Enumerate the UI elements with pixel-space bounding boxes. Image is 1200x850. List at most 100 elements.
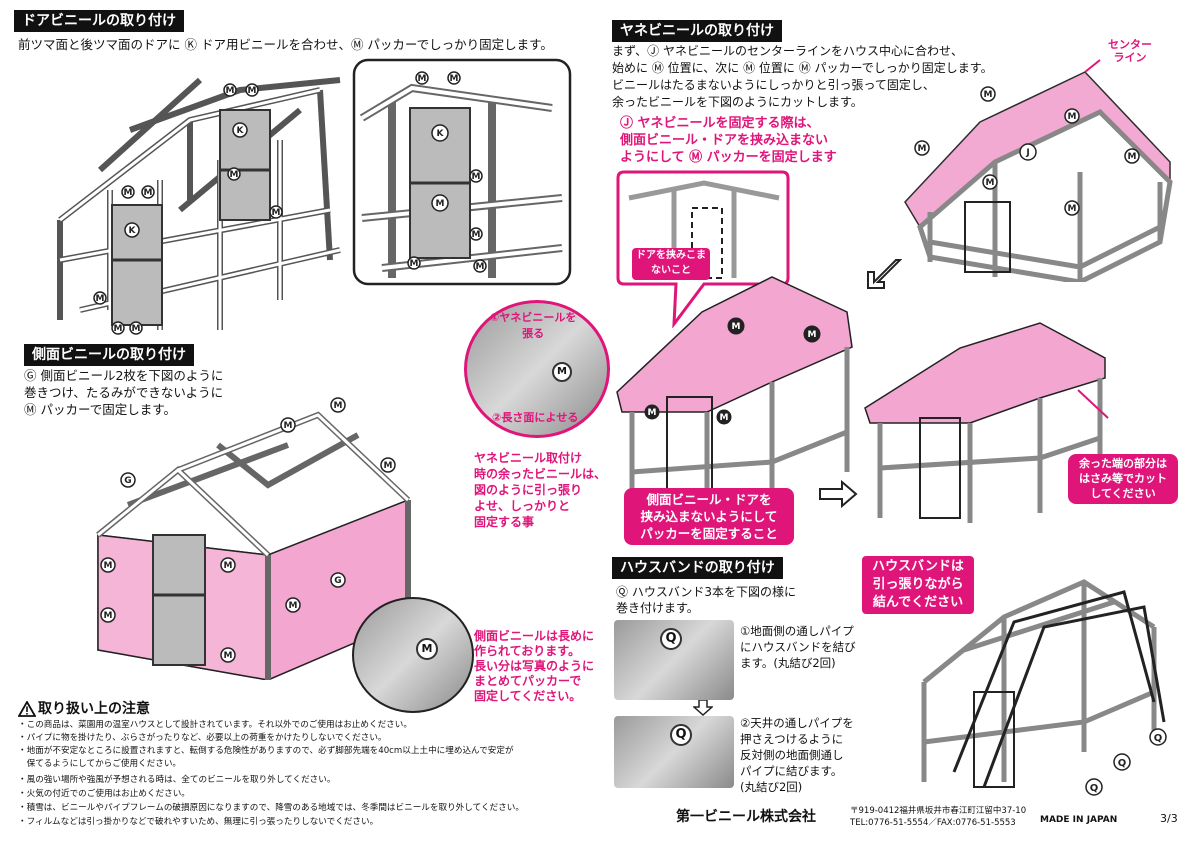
notice-item-3: ・地面が不安定なところに設置されますと、転倒する危険性がありますので、必ず脚部先… — [18, 746, 514, 756]
band-house-illustration: Q Q Q — [921, 579, 1167, 796]
side-photo-note-5: 固定してください。 — [474, 689, 582, 703]
notice-item-4: 保てるようにしてからご使用ください。 — [18, 759, 182, 769]
photo-step-1-line-1: ①ヤネビニールを — [490, 311, 577, 324]
side-photo-note-4: まとめてパッカーで — [474, 674, 582, 688]
k-label: K — [437, 129, 445, 139]
notice-item-1: ・この商品は、菜園用の温室ハウスとして設計されています。それ以外でのご使用はお止… — [18, 720, 412, 730]
g-label: G — [124, 476, 131, 486]
m-label: M — [436, 199, 445, 209]
m-label: M — [104, 561, 113, 571]
arrow-down-left-icon — [867, 259, 902, 289]
m-callout: M — [416, 638, 438, 660]
m-label: M — [720, 413, 729, 423]
photo-step-1: ①ヤネビニールを 張る — [490, 310, 576, 342]
notice-title: 取り扱い上の注意 — [38, 701, 150, 717]
k-label: K — [129, 226, 137, 236]
band-instruction-1: Ⓠ ハウスバンド3本を下図の様に — [616, 585, 797, 599]
notice-item-5: ・風の強い場所や強風が予想される時は、全てのビニールを取り外してください。 — [18, 775, 336, 785]
center-line-label-2: ライン — [1113, 51, 1147, 64]
m-label: M — [1128, 152, 1137, 162]
m-label: M — [918, 144, 927, 154]
band-step2-line-5: (丸結び2回) — [740, 780, 803, 794]
q-callout: Q — [670, 724, 692, 746]
m-label: M — [476, 262, 485, 272]
door-section-header: ドアビニールの取り付け — [14, 10, 184, 32]
m-label: M — [272, 208, 281, 218]
q-label: Q — [1090, 783, 1099, 794]
band-instruction-2: 巻き付けます。 — [616, 601, 699, 615]
band-step2-line-3: 反対側の地面側通し — [740, 748, 844, 762]
side-door-bubble: 側面ビニール・ドアを 挟み込まないようにして パッカーを固定すること — [624, 488, 794, 545]
m-label: M — [472, 230, 481, 240]
m-label: M — [96, 294, 105, 304]
roof-house-3 — [864, 322, 1109, 523]
notice-item-7: ・積雪は、ビニールやパイプフレームの破損原因になりますので、降雪のある地域では、… — [18, 803, 524, 813]
door-instruction: 前ツマ面と後ツマ面のドアに Ⓚ ドア用ビニールを合わせ、Ⓜ パッカーでしっかり固… — [18, 37, 553, 52]
side-photo-note-2: 作られております。 — [474, 644, 581, 658]
band-step2-line-2: 押さえつけるように — [740, 732, 844, 746]
notice-item-2: ・パイプに物を掛けたり、ぶらさがったりなど、必要以上の荷重をかけたりしないでくだ… — [18, 733, 387, 743]
m-label: M — [986, 178, 995, 188]
side-bubble-line-1: 側面ビニール・ドアを — [646, 492, 772, 507]
band-step1-line-2: にハウスバンドを結び — [740, 640, 856, 654]
m-label: M — [1068, 112, 1077, 122]
m-label: M — [124, 188, 133, 198]
m-label: M — [1068, 204, 1077, 214]
roof-photo-note-4: よせ、しっかりと — [474, 499, 571, 513]
band-step1-line-3: ます。(丸結び2回) — [740, 656, 836, 670]
m-label: M — [450, 74, 459, 84]
m-label: M — [289, 601, 298, 611]
roof-instruction-2: 始めに Ⓜ 位置に、次に Ⓜ 位置に Ⓜ パッカーでしっかり固定します。 — [612, 61, 993, 75]
m-label: M — [984, 90, 993, 100]
band-step2-line-1: ②天井の通しパイプを — [740, 716, 854, 730]
side-photo-note-3: 長い分は写真のように — [474, 659, 595, 673]
m-label: M — [248, 86, 257, 96]
m-label: M — [808, 330, 817, 340]
notice-item-6: ・火気の付近でのご使用はお止めください。 — [18, 789, 190, 799]
m-label: M — [648, 408, 657, 418]
notice-item-8: ・フィルムなどは引っ掛かりなどで破れやすいため、無理に引っ張ったりしないでくださ… — [18, 817, 379, 827]
m-label: M — [732, 322, 741, 332]
side-instruction-2: 巻きつけ、たるみができないように — [24, 385, 224, 400]
company-address: 〒919-0412福井県坂井市春江町江留中37-10 — [850, 806, 1027, 816]
q-label: Q — [1154, 733, 1163, 744]
g-label: G — [334, 576, 341, 586]
side-bubble-line-3: パッカーを固定すること — [640, 526, 778, 541]
door-bubble: ドアを挟みこま ないこと — [632, 248, 710, 280]
m-label: M — [230, 170, 239, 180]
side-bubble-line-2: 挟み込まないようにして — [640, 509, 778, 524]
m-label: M — [104, 611, 113, 621]
m-label: M — [144, 188, 153, 198]
roof-warning-1: Ⓙ ヤネビニールを固定する際は、 — [620, 116, 820, 131]
q-label: Q — [1118, 758, 1127, 769]
roof-house-1: M M J M M M M — [904, 59, 1173, 282]
side-instruction-1: Ⓖ 側面ビニール2枚を下図のように — [24, 368, 224, 383]
m-label: M — [224, 561, 233, 571]
roof-instruction-4: 余ったビニールを下図のようにカットします。 — [612, 95, 863, 109]
page-number: 3/3 — [1160, 812, 1178, 825]
side-instruction-3: Ⓜ パッカーで固定します。 — [24, 402, 176, 417]
q-callout: Q — [660, 628, 682, 650]
roof-vinyl-photo — [464, 300, 610, 438]
m-label: M — [410, 259, 419, 269]
cut-bubble-line-3: してください — [1090, 487, 1156, 500]
band-bubble-line-1: ハウスバンドは — [872, 559, 964, 574]
m-label: M — [226, 86, 235, 96]
door-detail-inset: K M M M M M M M — [352, 58, 572, 286]
center-line-label-1: センター — [1108, 38, 1152, 51]
side-photo-note-1: 側面ビニールは長めに — [474, 629, 595, 643]
made-in-japan: MADE IN JAPAN — [1040, 815, 1118, 825]
band-bubble-line-2: 引っ張りながら — [872, 577, 964, 592]
roof-instruction-1: まず、Ⓙ ヤネビニールのセンターラインをハウス中心に合わせ、 — [612, 44, 963, 58]
company-name: 第一ビニール株式会社 — [676, 809, 816, 825]
roof-photo-note-3: 図のように引っ張り — [474, 483, 583, 497]
arrow-right-icon — [819, 480, 858, 508]
cut-bubble: 余った端の部分は はさみ等でカット してください — [1068, 454, 1178, 504]
m-label: M — [418, 74, 427, 84]
roof-warning-2: 側面ビニール・ドアを挟み込まない — [620, 133, 829, 148]
door-bubble-line-2: ないこと — [651, 265, 691, 276]
m-label: M — [384, 461, 393, 471]
arrow-down-icon — [693, 700, 713, 716]
band-step2-line-4: パイプに結びます。 — [740, 764, 843, 778]
photo-step-1-line-2: 張る — [522, 327, 545, 340]
